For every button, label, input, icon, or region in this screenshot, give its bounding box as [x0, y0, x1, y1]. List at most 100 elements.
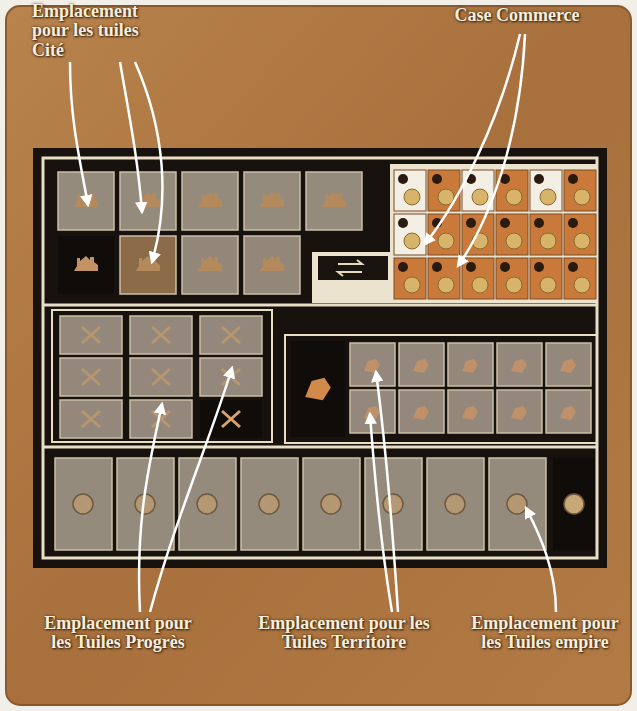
section-divider [43, 304, 597, 307]
trade-marker [534, 174, 544, 184]
commerce-cell [496, 258, 528, 299]
territory-slot [448, 343, 493, 386]
leader-arrow [526, 508, 556, 612]
trade-marker [466, 262, 476, 272]
city-icon [322, 192, 346, 207]
progress-icon [82, 411, 100, 427]
territory-icon [364, 406, 380, 420]
leader-arrow [425, 34, 520, 244]
coin-icon [574, 277, 590, 293]
progress-slot [130, 316, 192, 354]
territory-panel [285, 335, 597, 443]
empire-icon [564, 494, 584, 514]
empire-icon [507, 494, 527, 514]
city-slot [58, 172, 114, 230]
territory-icon [462, 406, 478, 420]
territory-icon [413, 406, 429, 420]
empire-start-cell [553, 458, 595, 550]
city-start-cell [58, 236, 114, 294]
leader-arrow [370, 414, 392, 612]
territory-slot [350, 390, 395, 433]
callout-label: Emplacement pour les Tuiles Progrès [34, 614, 202, 653]
city-icon [74, 256, 98, 271]
empire-slot [55, 458, 112, 550]
trade-marker [568, 174, 578, 184]
city-slot [306, 172, 362, 230]
territory-start-cell [291, 341, 345, 437]
territory-icon [560, 359, 576, 373]
coin-icon [540, 233, 556, 249]
commerce-cell [530, 170, 562, 211]
commerce-cell [530, 258, 562, 299]
territory-slot [399, 343, 444, 386]
coin-icon [404, 189, 420, 205]
city-slot [120, 236, 176, 294]
progress-slot [200, 358, 262, 396]
progress-icon [222, 411, 240, 427]
coin-icon [506, 189, 522, 205]
empire-slot [489, 458, 546, 550]
trade-marker [568, 262, 578, 272]
board-frame [33, 148, 607, 568]
commerce-panel [312, 164, 597, 303]
city-icon [260, 256, 284, 271]
progress-slot [200, 316, 262, 354]
wood-background [6, 6, 631, 705]
territory-slot [546, 390, 591, 433]
trade-marker [432, 174, 442, 184]
territory-icon [560, 406, 576, 420]
coin-icon [540, 189, 556, 205]
trade-marker [398, 174, 408, 184]
commerce-cell [428, 170, 460, 211]
coin-icon [438, 233, 454, 249]
empire-icon [383, 494, 403, 514]
commerce-cell [394, 170, 426, 211]
empire-slot [303, 458, 360, 550]
progress-icon [152, 369, 170, 385]
coin-icon [574, 189, 590, 205]
empire-icon [197, 494, 217, 514]
empire-slot [117, 458, 174, 550]
leader-arrow [120, 62, 142, 212]
callout-label: Emplacement pour les Tuiles Territoire [252, 614, 436, 653]
city-slot [244, 172, 300, 230]
coin-icon [574, 233, 590, 249]
territory-slot [497, 390, 542, 433]
city-slot [120, 172, 176, 230]
commerce-cell [564, 258, 596, 299]
city-slot [244, 236, 300, 294]
callout-label: Emplacement pour les Tuiles empire [470, 614, 620, 653]
territory-slot [399, 390, 444, 433]
trade-marker [500, 262, 510, 272]
coin-icon [506, 277, 522, 293]
board-border [43, 158, 597, 558]
commerce-cell [496, 214, 528, 255]
coin-icon [404, 233, 420, 249]
progress-slot [60, 400, 122, 438]
coin-icon [438, 277, 454, 293]
commerce-cell [394, 258, 426, 299]
trade-marker [534, 262, 544, 272]
leader-arrow [150, 368, 232, 612]
callout-label: Case Commerce [422, 6, 612, 25]
empire-icon [259, 494, 279, 514]
callout-label: Emplacement pour les tuiles Cité [32, 2, 172, 60]
progress-slot [130, 358, 192, 396]
territory-slot [448, 390, 493, 433]
progress-icon [82, 327, 100, 343]
territory-icon [511, 406, 527, 420]
leader-arrow [135, 62, 162, 262]
territory-icon [364, 359, 380, 373]
commerce-cell [530, 214, 562, 255]
coin-icon [506, 233, 522, 249]
leader-arrow [70, 62, 88, 205]
commerce-cell [564, 214, 596, 255]
exchange-icon [338, 260, 362, 276]
commerce-cell [394, 214, 426, 255]
trade-marker [466, 218, 476, 228]
coin-icon [540, 277, 556, 293]
trade-marker [398, 262, 408, 272]
progress-icon [152, 327, 170, 343]
progress-icon [82, 369, 100, 385]
